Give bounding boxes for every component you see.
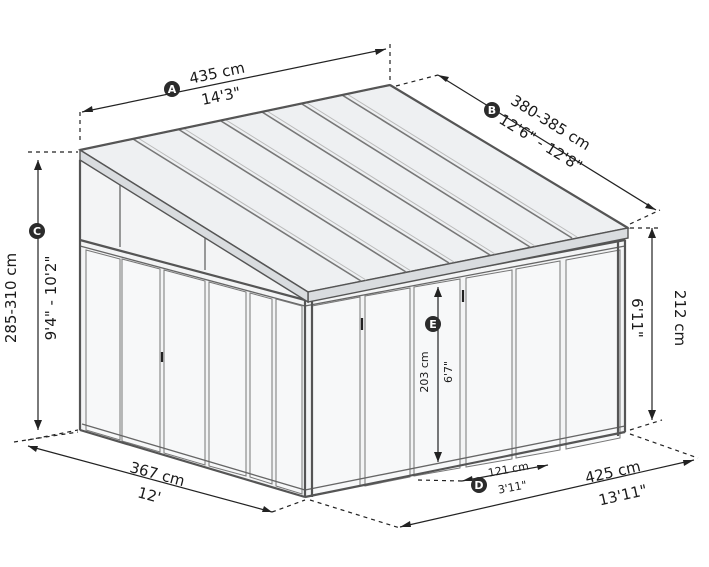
dim-side-height-metric: 212 cm	[671, 290, 689, 346]
dim-e-metric: 203 cm	[418, 351, 431, 392]
badge-a: A	[164, 81, 180, 97]
svg-text:D: D	[474, 479, 483, 492]
badge-d: D	[471, 477, 487, 493]
dim-d-imperial: 3'11"	[497, 479, 528, 497]
badge-e: E	[425, 316, 441, 332]
dim-a-imperial: 14'3"	[200, 83, 242, 109]
dim-depth-imperial: 12'	[136, 483, 163, 506]
front-wall-doors	[304, 249, 626, 499]
roof-ribs	[132, 93, 578, 282]
dim-e-imperial: 6'7"	[442, 361, 455, 383]
svg-text:B: B	[488, 104, 496, 117]
sunroom-structure	[77, 83, 631, 499]
dim-c-metric: 285-310 cm	[2, 253, 20, 343]
dim-side-height-imperial: 6'11"	[628, 298, 646, 338]
dim-depth-metric: 367 cm	[128, 458, 187, 490]
dim-width-imperial: 13'11"	[597, 481, 649, 509]
svg-text:E: E	[429, 318, 437, 331]
svg-text:A: A	[168, 83, 177, 96]
dim-c-imperial: 9'4" - 10'2"	[42, 256, 60, 341]
badge-b: B	[484, 102, 500, 118]
left-wall-doors	[79, 249, 306, 499]
dimension-lines	[13, 44, 699, 529]
svg-text:C: C	[33, 225, 41, 238]
badge-c: C	[29, 223, 45, 239]
